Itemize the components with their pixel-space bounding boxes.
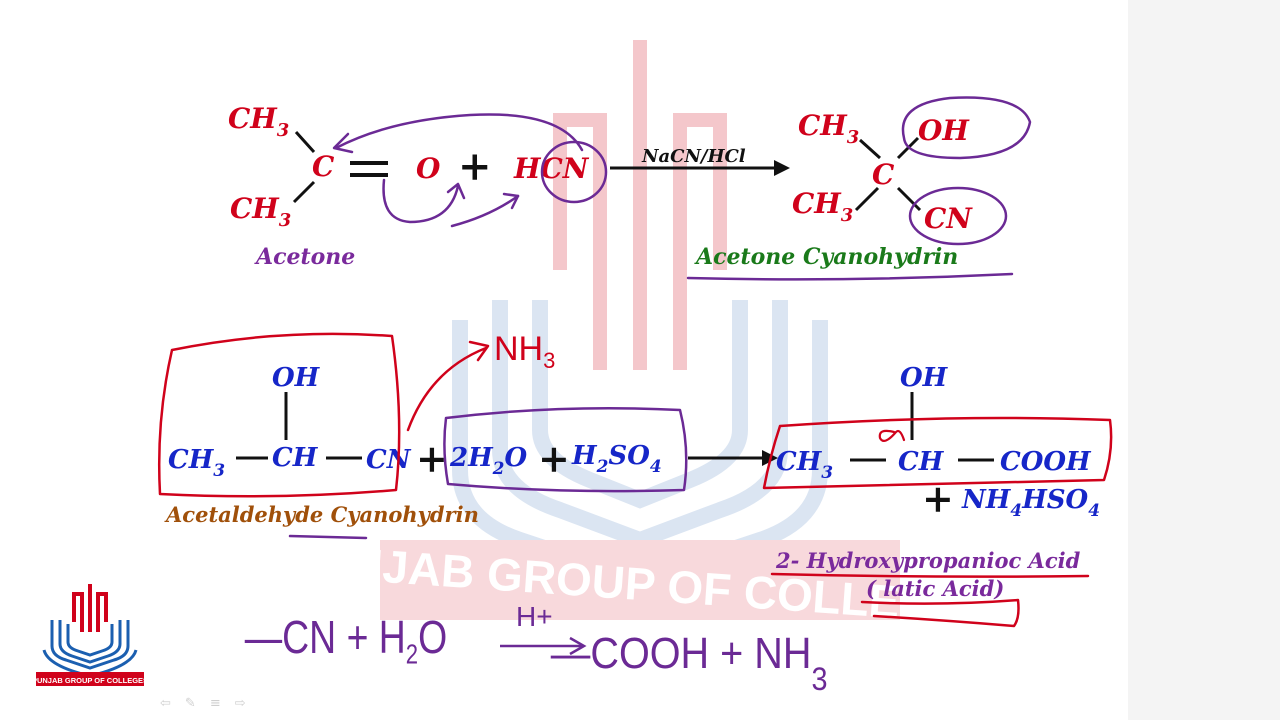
acetone-ch3-bottom: CH3 xyxy=(230,192,291,231)
r2-prod-ch3: CH3 xyxy=(776,447,833,483)
product-oh: OH xyxy=(918,114,970,147)
arrow-bond-to-o xyxy=(382,178,460,224)
underline-acetaldehyde xyxy=(288,534,368,540)
hw-catalyst: H+ xyxy=(516,601,553,632)
acetone-name: Acetone xyxy=(254,244,355,270)
bond-pc-ch3-top xyxy=(858,138,882,160)
box-reagents xyxy=(443,406,688,493)
alpha-mark xyxy=(878,429,906,442)
bond-pc-cn xyxy=(896,186,922,212)
hw-rhs: —COOH + NH3 xyxy=(551,628,828,697)
product-ch3-top: CH3 xyxy=(798,109,859,148)
acetone-c-atom: C xyxy=(312,150,335,183)
college-logo: PUNJAB GROUP OF COLLEGES xyxy=(34,584,146,686)
r2-byproduct: NH4HSO4 xyxy=(961,485,1100,521)
handwritten-equation: —CN + H2O H+ —COOH + NH3 xyxy=(245,601,828,697)
reaction-2: OH CH3 CH CN + 2H2O + H2SO4 OH CH3 CH CO… xyxy=(164,363,1100,601)
hw-lhs: —CN + H2O xyxy=(245,611,447,670)
acetone-cyanohydrin-name: Acetone Cyanohydrin xyxy=(694,244,958,270)
menu-icon[interactable]: ≡ xyxy=(209,696,221,711)
hw-arrow-head xyxy=(569,636,587,656)
reagent-label: NaCN/HCl xyxy=(641,146,746,167)
product-c-atom: C xyxy=(872,158,895,191)
r2-ch3: CH3 xyxy=(168,445,225,481)
box-acetaldehyde-cyanohydrin xyxy=(157,332,401,498)
circle-oh xyxy=(901,96,1032,160)
reaction-1: CH3 C CH3 O + HCN NaCN/HCl CH3 OH C CH3 … xyxy=(228,102,973,270)
arrowhead-c xyxy=(332,132,354,154)
arrowhead-nh3 xyxy=(468,340,490,362)
bond-c-ch3-top xyxy=(294,130,316,154)
reaction1-plus: + xyxy=(458,143,492,190)
r2-plus-1: + xyxy=(416,436,448,481)
r2-oh-left: OH xyxy=(272,363,321,393)
acetaldehyde-cyanohydrin-name: Acetaldehyde Cyanohydrin xyxy=(164,502,479,527)
r2-oh-right: OH xyxy=(900,363,949,393)
r2-plus-2: + xyxy=(538,436,570,481)
arrowhead-h xyxy=(502,192,520,210)
arrowhead-o xyxy=(446,182,466,200)
hcn-reagent: HCN xyxy=(513,152,590,185)
circle-cn xyxy=(540,140,608,204)
r2-prod-cooh: COOH xyxy=(1000,447,1092,477)
acetone-ch3-top: CH3 xyxy=(228,102,289,141)
product-cn: CN xyxy=(924,202,973,235)
r2-sulfuric-acid: H2SO4 xyxy=(571,441,662,477)
bond-pc-ch3-bottom xyxy=(854,186,880,212)
arrow-hcn-to-c xyxy=(334,113,584,152)
pen-icon[interactable]: ✎ xyxy=(184,696,196,711)
box-lactic-acid xyxy=(762,416,1113,490)
product-systematic-name: 2- Hydroxypropanioc Acid xyxy=(775,548,1081,573)
r2-ch: CH xyxy=(272,443,319,473)
slide-toolbar: ⇦ ✎ ≡ ⇨ xyxy=(160,696,246,711)
product-ch3-bottom: CH3 xyxy=(792,187,853,226)
logo-caption: PUNJAB GROUP OF COLLEGES xyxy=(34,676,146,685)
underline-product-name xyxy=(770,572,1090,578)
annotations-reaction-2: NH3 xyxy=(157,330,1113,628)
watermark-logo: PUNJAB GROUP OF COLLEGES xyxy=(284,40,998,635)
underline-acetone-cyanohydrin xyxy=(686,272,1014,281)
forward-icon[interactable]: ⇨ xyxy=(234,696,246,711)
released-nh3: NH3 xyxy=(494,330,555,373)
bond-c-ch3-bottom xyxy=(292,180,316,204)
r2-cn: CN xyxy=(366,445,412,475)
r2-water: 2H2O xyxy=(449,443,528,479)
right-margin-panel xyxy=(1128,0,1280,720)
box-latic-acid xyxy=(860,598,1020,628)
arrow-h-to-o xyxy=(450,194,520,228)
acetone-o-atom: O xyxy=(416,152,441,185)
annotations-reaction-1 xyxy=(332,96,1032,281)
back-icon[interactable]: ⇦ xyxy=(160,696,171,711)
r2-prod-ch: CH xyxy=(898,447,945,477)
arrow-cn-to-nh3 xyxy=(406,346,488,432)
product-common-name: ( latic Acid) xyxy=(866,576,1004,601)
reaction1-arrow-head xyxy=(774,160,790,176)
circle-product-cn xyxy=(908,186,1008,246)
